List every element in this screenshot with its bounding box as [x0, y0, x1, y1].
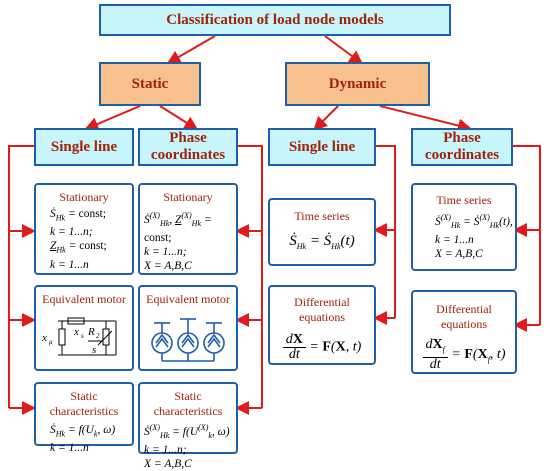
svg-text:2: 2: [96, 332, 100, 340]
dynamic-phase-label-2: coordinates: [424, 147, 500, 163]
card-single-equivalent-motor: Equivalent motor x μ x s R 2 s: [34, 285, 134, 371]
static-single-line-label: Single line: [50, 138, 118, 155]
svg-text:μ: μ: [49, 338, 53, 346]
card-heading: Stationary: [163, 190, 213, 204]
card-single-static-characteristics: Static characteristics ṠHk = f(Uk, ω) k …: [34, 382, 134, 454]
static-node: Static: [99, 62, 201, 106]
card-heading: Static characteristics: [153, 389, 223, 418]
dynamic-phase-coordinates-node: Phase coordinates: [411, 128, 513, 166]
formula-k-range: k = 1...n: [50, 442, 89, 455]
formula-k-range: k = 1...n: [435, 234, 474, 247]
card-heading: Equivalent motor: [42, 292, 126, 306]
three-phase-motors-icon: [151, 318, 225, 362]
formula-k-range: k = 1...n;: [144, 444, 187, 457]
arrow-dynamic-phase: [379, 105, 472, 133]
dynamic-node: Dynamic: [285, 62, 430, 106]
card-heading: Differential equations: [294, 295, 350, 324]
arrow-to-static: [166, 35, 216, 65]
svg-text:s: s: [81, 332, 84, 340]
formula-k-range: k = 1...n;: [144, 246, 187, 259]
card-heading: Equivalent motor: [146, 292, 230, 306]
formula-const: const;: [78, 208, 107, 220]
dynamic-single-line-node: Single line: [268, 128, 376, 166]
static-phase-label-2: coordinates: [150, 147, 226, 163]
motor-s-label: s: [92, 344, 96, 356]
formula-k-range: k = 1...n: [50, 258, 89, 271]
bracket-phase-dynamic: [513, 145, 541, 325]
motor-xs-label: x: [73, 326, 79, 338]
card-dynamic-time-series: Time series ṠHk = ṠHk(t): [268, 198, 376, 266]
formula-const: const;: [79, 240, 107, 253]
formula-phases: X = A,B,C: [144, 458, 192, 471]
bracket-single-dynamic: [375, 145, 396, 318]
formula-phases: X = A,B,C: [144, 260, 192, 273]
arrow-static-single: [84, 105, 141, 131]
formula-phases: X = A,B,C: [435, 248, 483, 261]
arrow-dynamic-single: [313, 105, 339, 131]
bracket-phase-static: [238, 145, 263, 408]
card-phase-stationary: Stationary Ṡ(X)Hk, Z(X)Hk = const; k = 1…: [138, 183, 238, 275]
formula-k-range: k = 1...n;: [50, 226, 93, 239]
card-phase-static-characteristics: Static characteristics Ṡ(X)Hk = f(U(X)k,…: [138, 382, 238, 470]
bracket-single-static: [8, 145, 34, 408]
card-heading: Time series: [294, 209, 350, 223]
card-heading: Static characteristics: [49, 389, 119, 418]
arrow-static-phase: [159, 105, 199, 131]
card-heading: Differential equations: [436, 302, 492, 331]
card-heading: Stationary: [59, 190, 109, 204]
diagram-title: Classification of load node models: [99, 4, 451, 36]
card-phase-equivalent-motor: Equivalent motor: [138, 285, 238, 371]
static-single-line-node: Single line: [34, 128, 134, 166]
static-phase-label-1: Phase: [169, 130, 207, 146]
static-phase-coordinates-node: Phase coordinates: [138, 128, 238, 166]
card-heading: Time series: [436, 193, 492, 207]
dynamic-phase-label-1: Phase: [443, 130, 481, 146]
motor-r2-label: R: [87, 326, 95, 338]
dynamic-single-line-label: Single line: [288, 138, 356, 155]
card-phase-dynamic-time-series: Time series Ṡ(X)Hk = Ṡ(X)Hk(t), k = 1...…: [411, 183, 517, 271]
motor-xmu-label: x: [41, 332, 47, 344]
motor-circuit-icon: x μ x s R 2 s: [41, 317, 117, 356]
formula-const: const;: [144, 232, 172, 245]
card-single-stationary: Stationary ṠHk = const; k = 1...n; ZHk =…: [34, 183, 134, 275]
arrow-to-dynamic: [324, 35, 364, 65]
